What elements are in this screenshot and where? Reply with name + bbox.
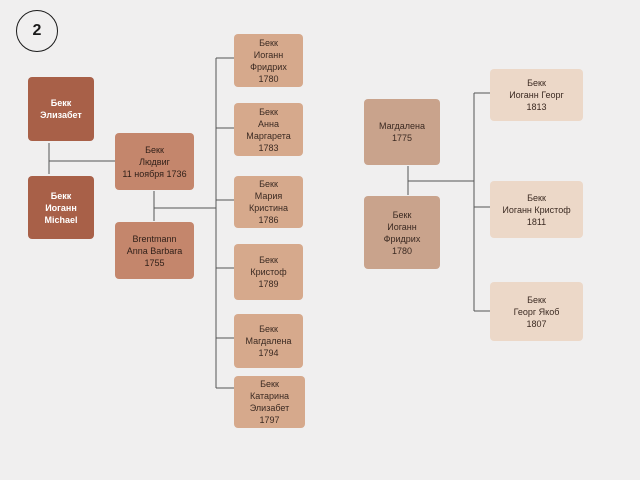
- person-name-line: Магдалена: [379, 121, 425, 131]
- person-name-line: Элизабет: [40, 110, 82, 120]
- person-name-line: Бекк: [259, 37, 278, 48]
- person-name-line: Георг Якоб: [513, 306, 560, 317]
- person-name-line: Бекк: [259, 255, 278, 265]
- person-name-line: 1780: [391, 245, 413, 256]
- person-name-line: Brentmann: [132, 233, 177, 244]
- person-name-line: Бекк: [145, 144, 164, 155]
- person-name-line: Иоганн Георг: [509, 90, 564, 100]
- person-name-line: 1783: [258, 142, 279, 153]
- person-name-line: Анна: [258, 118, 279, 129]
- person-name-line: Бекк: [259, 179, 278, 189]
- person-name-line: Иоганн: [45, 202, 77, 213]
- person-name-line: 11 ноября 1736: [122, 168, 187, 179]
- person-name-line: Фридрих: [383, 233, 421, 244]
- person-name-line: Кристоф: [250, 267, 287, 277]
- person-name-line: Иоганн: [253, 49, 284, 60]
- person-name-line: 1811: [526, 216, 547, 227]
- person-name-line: Michael: [44, 214, 78, 225]
- person-name-line: Бекк: [527, 78, 546, 88]
- person-name-line: Людвиг: [139, 156, 170, 167]
- person-name-line: 1794: [258, 348, 279, 358]
- person-name-line: 1755: [144, 257, 165, 268]
- page-number-badge: 2: [16, 10, 58, 52]
- person-name-line: 1786: [258, 215, 279, 225]
- person-name-line: Бекк: [392, 209, 412, 220]
- person-name-line: Бекк: [260, 379, 279, 389]
- person-name-line: 1780: [258, 73, 279, 84]
- person-name-line: Иоганн Кристоф: [502, 204, 571, 215]
- person-name-line: Маргарета: [246, 130, 291, 141]
- person-name-line: Бекк: [527, 294, 546, 305]
- person-name-line: Бекк: [259, 106, 278, 117]
- person-name-line: Бекк: [259, 324, 278, 334]
- person-name-line: 1789: [258, 279, 279, 289]
- person-name-line: 1807: [526, 318, 547, 329]
- person-name-line: Иоганн: [387, 221, 417, 232]
- person-node-magdalena-1775[interactable]: Магдалена 1775: [364, 99, 440, 165]
- person-name-line: Фридрих: [250, 61, 287, 72]
- person-name-line: Бекк: [50, 98, 72, 108]
- person-name-line: Мария: [254, 191, 283, 201]
- person-name-line: Кристина: [249, 203, 288, 213]
- person-name-line: Катарина: [249, 391, 290, 401]
- person-name-line: Магдалена: [245, 336, 292, 346]
- person-name-line: Бекк: [50, 190, 72, 201]
- person-name-line: 1797: [259, 415, 280, 425]
- person-name-line: Элизабет: [249, 403, 290, 413]
- person-name-line: 1775: [391, 133, 413, 143]
- person-name-line: 1813: [526, 102, 547, 112]
- person-name-line: Anna Barbara: [126, 245, 183, 256]
- person-name-line: Бекк: [527, 192, 546, 203]
